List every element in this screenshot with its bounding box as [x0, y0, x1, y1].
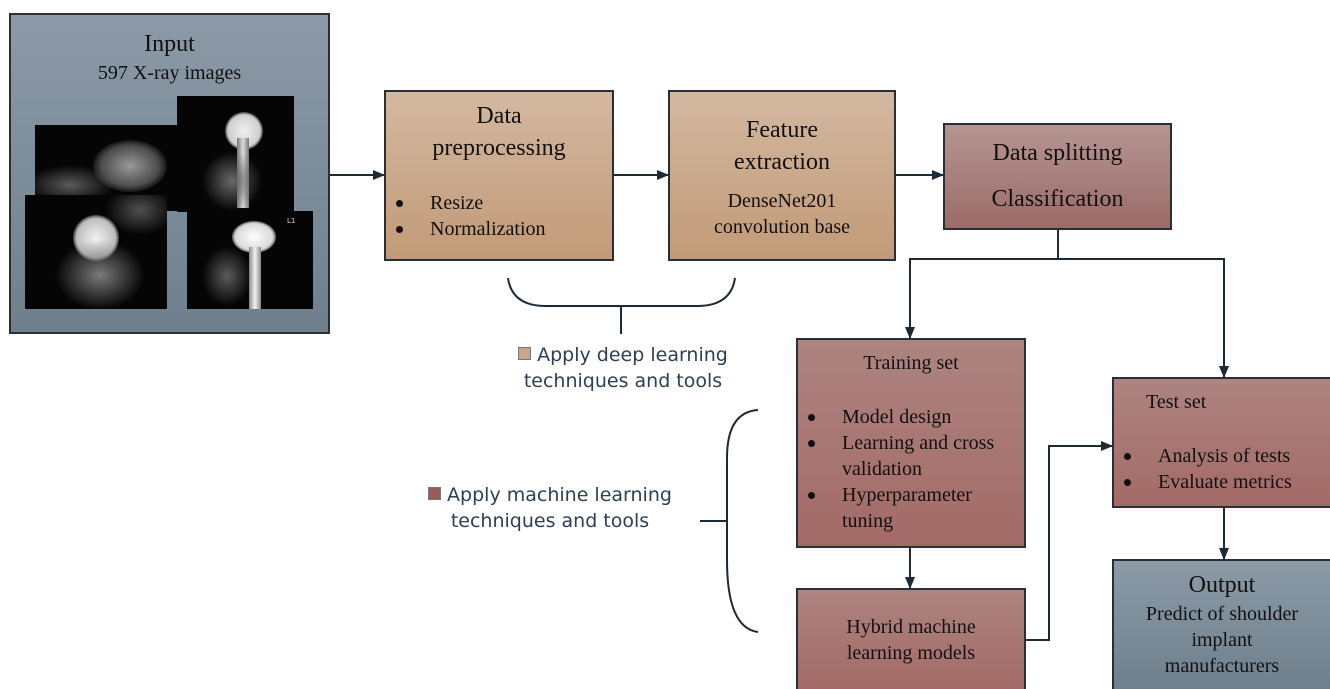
test-bullet-metrics: Evaluate metrics	[1114, 469, 1330, 495]
output-title: Output	[1188, 572, 1256, 598]
data-splitting-box: Data splitting Classification	[943, 123, 1172, 230]
brace-deep-learning	[507, 277, 736, 307]
input-title: Input	[144, 31, 195, 57]
training-bullet-model-design: Model design	[798, 404, 1016, 430]
arrow-to-test	[1058, 258, 1229, 378]
feature-title-line2: extraction	[734, 149, 830, 175]
feature-extraction-box: Feature extraction DenseNet201 convoluti…	[668, 90, 896, 261]
legend-deep-line1: Apply deep learning	[537, 344, 728, 366]
output-line3: manufacturers	[1164, 655, 1280, 677]
test-bullets: Analysis of tests Evaluate metrics	[1114, 443, 1330, 495]
legend-deep-line2: techniques and tools	[523, 370, 723, 392]
xray-image-top-right	[177, 96, 294, 212]
preprocessing-bullet-resize: Resize	[386, 190, 612, 216]
brace-machine-learning	[726, 409, 759, 633]
test-title: Test set	[1146, 391, 1207, 413]
hybrid-models-box: Hybrid machine learning models	[796, 588, 1026, 689]
xray-marker-label: L1	[287, 217, 296, 225]
training-bullet-hyperparameter: Hyperparameter tuning	[798, 482, 1016, 534]
output-line2: implant	[1191, 629, 1253, 651]
input-subtitle: 597 X-ray images	[97, 62, 242, 84]
preprocessing-bullet-normalization: Normalization	[386, 216, 612, 242]
splitting-line1: Data splitting	[992, 140, 1123, 166]
arrow-to-training	[905, 258, 1058, 339]
legend-machine-learning: Apply machine learning techniques and to…	[400, 482, 700, 534]
legend-deep-learning: Apply deep learning techniques and tools	[488, 342, 758, 394]
feature-title-line1: Feature	[746, 117, 818, 143]
feature-line2: convolution base	[713, 216, 851, 238]
training-title: Training set	[863, 352, 959, 374]
test-set-box: Test set Analysis of tests Evaluate metr…	[1112, 377, 1330, 508]
legend-ml-line1: Apply machine learning	[447, 484, 672, 506]
feature-line1: DenseNet201	[727, 190, 837, 212]
preprocessing-title-line2: preprocessing	[432, 135, 566, 161]
preprocessing-box: Data preprocessing Resize Normalization	[384, 90, 614, 261]
training-bullet-cross-validation: Learning and cross validation	[798, 430, 1016, 482]
xray-image-bottom-left	[25, 195, 167, 309]
xray-image-bottom-right: L1	[187, 211, 313, 309]
splitting-line2: Classification	[991, 186, 1124, 212]
hybrid-line2: learning models	[846, 642, 976, 664]
legend-ml-swatch	[428, 487, 442, 500]
legend-ml-line2: techniques and tools	[450, 510, 650, 532]
hybrid-line1: Hybrid machine	[846, 616, 976, 638]
output-box: Output Predict of shoulder implant manuf…	[1112, 559, 1330, 689]
arrow-hybrid-to-test	[1026, 441, 1113, 641]
test-bullet-analysis: Analysis of tests	[1114, 443, 1330, 469]
training-set-box: Training set Model design Learning and c…	[796, 338, 1026, 548]
output-line1: Predict of shoulder	[1145, 603, 1299, 625]
training-bullets: Model design Learning and cross validati…	[798, 404, 1024, 534]
preprocessing-title-line1: Data	[476, 103, 522, 129]
preprocessing-bullets: Resize Normalization	[386, 190, 612, 242]
legend-deep-swatch	[518, 347, 532, 360]
